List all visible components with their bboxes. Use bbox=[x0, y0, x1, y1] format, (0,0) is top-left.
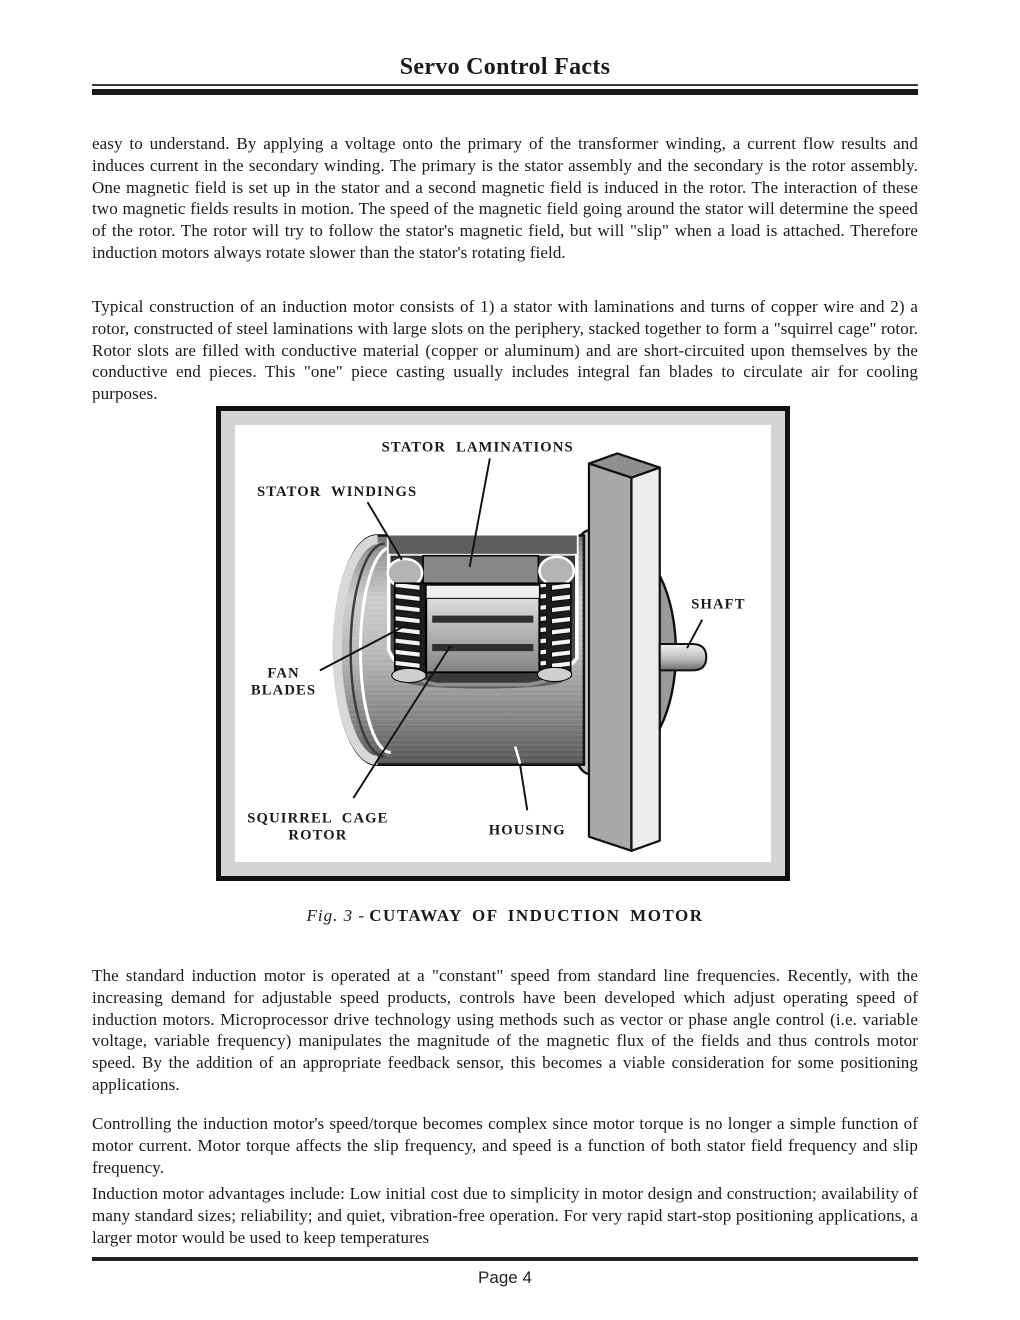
page-number: Page 4 bbox=[478, 1268, 532, 1287]
fan-blades-right bbox=[538, 582, 572, 678]
label-fan-blades-line1: FAN bbox=[267, 665, 299, 681]
stator-winding-right bbox=[538, 555, 576, 587]
body-paragraph: easy to understand. By applying a voltag… bbox=[92, 134, 918, 262]
label-fan-blades-line2: BLADES bbox=[251, 683, 316, 699]
shaft-cylinder bbox=[658, 642, 708, 672]
stator-laminations-band bbox=[422, 555, 540, 584]
mounting-flange-plate bbox=[587, 452, 661, 852]
fan-blades-left bbox=[394, 582, 427, 678]
label-stator-windings: STATOR WINDINGS bbox=[257, 484, 417, 500]
motor-cutaway-illustration: STATOR LAMINATIONS STATOR WINDINGS SHAFT… bbox=[247, 439, 745, 852]
figure-caption-title: CUTAWAY OF INDUCTION MOTOR bbox=[369, 906, 704, 925]
figure-panel: STATOR LAMINATIONS STATOR WINDINGS SHAFT… bbox=[235, 425, 771, 862]
induction-motor-figure: STATOR LAMINATIONS STATOR WINDINGS SHAFT… bbox=[216, 406, 790, 881]
figure-number: Fig. 3 - bbox=[306, 906, 366, 925]
label-housing: HOUSING bbox=[489, 823, 566, 839]
leader-housing bbox=[519, 765, 529, 811]
footer-rule bbox=[92, 1257, 918, 1261]
label-shaft: SHAFT bbox=[691, 597, 745, 613]
label-stator-laminations: STATOR LAMINATIONS bbox=[382, 439, 574, 455]
leader-stator-windings bbox=[366, 501, 403, 561]
leader-shaft bbox=[686, 619, 704, 649]
squirrel-cage-rotor-core bbox=[425, 584, 541, 674]
leader-fan-blades bbox=[319, 622, 410, 672]
body-paragraph: The standard induction motor is operated… bbox=[92, 966, 918, 1094]
label-squirrel-cage-line2: ROTOR bbox=[288, 828, 347, 844]
body-paragraph: Induction motor advantages include: Low … bbox=[92, 1184, 918, 1247]
label-squirrel-cage-line1: SQUIRREL CAGE bbox=[247, 810, 388, 826]
header-rule-thick bbox=[92, 89, 918, 95]
header-rule-thin bbox=[92, 84, 918, 86]
leader-housing-white bbox=[513, 746, 522, 764]
leader-stator-laminations bbox=[468, 458, 491, 568]
leader-squirrel-cage bbox=[352, 645, 452, 799]
body-paragraph: Typical construction of an induction mot… bbox=[92, 297, 918, 404]
figure-caption: Fig. 3 - CUTAWAY OF INDUCTION MOTOR bbox=[92, 906, 918, 926]
page-title: Servo Control Facts bbox=[399, 54, 611, 80]
body-paragraph: Controlling the induction motor's speed/… bbox=[92, 1114, 918, 1177]
cutaway-cavity bbox=[386, 533, 579, 689]
